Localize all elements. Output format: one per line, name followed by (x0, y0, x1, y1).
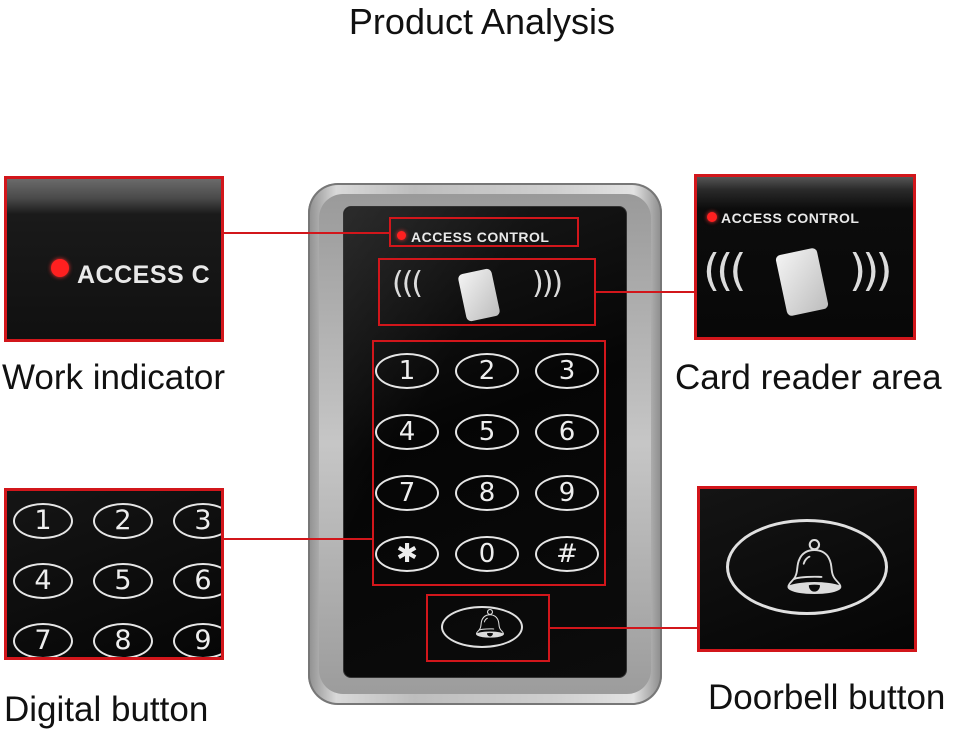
digital-button-label: Digital button (4, 690, 209, 729)
callout-key: 7 (13, 623, 73, 657)
callout-key: 2 (93, 503, 153, 539)
callout-rf-wave-right-icon: ))) (849, 245, 892, 296)
work-indicator-connector (222, 232, 390, 234)
work-indicator-label: Work indicator (2, 358, 226, 397)
callout-key: 3 (173, 503, 221, 539)
work-indicator-highlight (389, 217, 579, 247)
key-button[interactable]: 3 (535, 353, 599, 389)
callout-key: 4 (13, 563, 73, 599)
work-indicator-callout: ACCESS C (4, 176, 224, 342)
key-button[interactable]: 0 (455, 536, 519, 572)
device-doorbell-button[interactable] (441, 606, 523, 648)
card-reader-callout: ACCESS CONTROL ((( ))) (694, 174, 916, 340)
key-button[interactable]: 2 (455, 353, 519, 389)
key-button[interactable]: 4 (375, 414, 439, 450)
rf-wave-left-icon: ((( (392, 266, 423, 301)
callout-doorbell-oval (726, 519, 888, 615)
key-button[interactable]: 8 (455, 475, 519, 511)
digital-button-highlight (372, 340, 606, 586)
key-button[interactable]: 7 (375, 475, 439, 511)
callout-key: 5 (93, 563, 153, 599)
doorbell-connector (550, 627, 698, 629)
callout-key: 9 (173, 623, 221, 657)
callout-rf-wave-left-icon: ((( (703, 245, 746, 296)
callout-key: 8 (93, 623, 153, 657)
card-reader-highlight (378, 258, 596, 326)
key-button[interactable]: 9 (535, 475, 599, 511)
doorbell-callout: 🔔︎ (697, 486, 917, 652)
doorbell-highlight (426, 594, 550, 662)
callout-key: 6 (173, 563, 221, 599)
key-button[interactable]: ✱ (375, 536, 439, 572)
callout-led (51, 259, 69, 277)
callout-key: 1 (13, 503, 73, 539)
callout-card-access-control-text: ACCESS CONTROL (721, 210, 860, 226)
key-button[interactable]: # (535, 536, 599, 572)
key-button[interactable]: 5 (455, 414, 519, 450)
callout-card-led (707, 212, 717, 222)
device-access-control-text: ACCESS CONTROL (411, 229, 550, 245)
callout-access-control-text: ACCESS C (77, 261, 211, 289)
page-title: Product Analysis (348, 1, 616, 42)
digital-button-connector (222, 538, 374, 540)
work-indicator-led (397, 231, 406, 240)
doorbell-button-label: Doorbell button (708, 678, 946, 717)
bell-icon: 🔔︎ (472, 607, 508, 640)
key-button[interactable]: 6 (535, 414, 599, 450)
card-reader-area-label: Card reader area (675, 358, 942, 397)
card-reader-connector (596, 291, 696, 293)
rf-wave-right-icon: ))) (532, 266, 563, 301)
callout-bell-icon: 🔔︎ (780, 535, 849, 598)
key-button[interactable]: 1 (375, 353, 439, 389)
